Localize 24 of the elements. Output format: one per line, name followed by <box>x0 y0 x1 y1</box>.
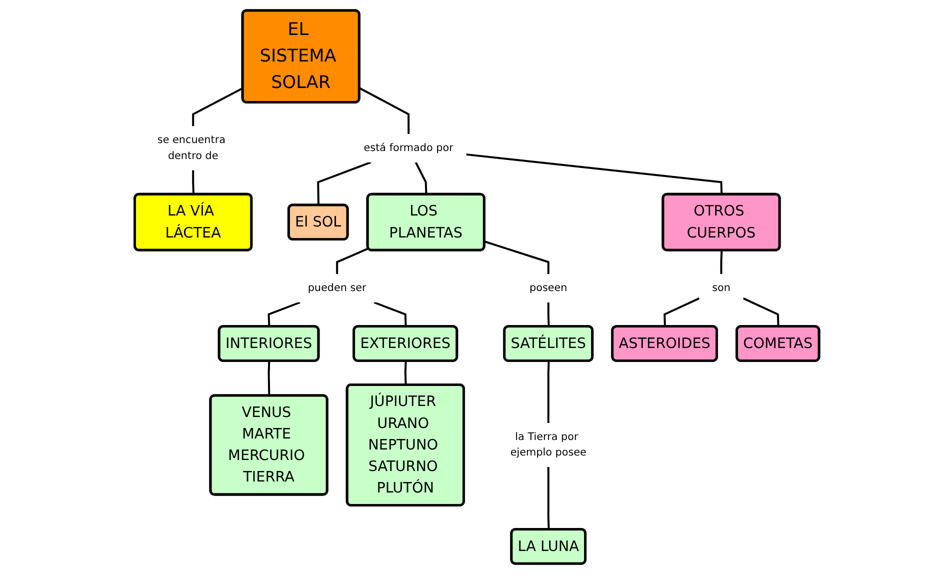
connector <box>743 297 780 327</box>
node-text: poseen <box>530 282 568 294</box>
connector <box>415 162 428 195</box>
connector <box>268 361 270 396</box>
connector <box>268 301 301 327</box>
connector <box>404 361 408 386</box>
connector <box>336 248 370 274</box>
connector <box>466 153 723 195</box>
connector <box>317 161 372 206</box>
connector <box>359 87 410 134</box>
connector <box>720 250 723 274</box>
connector <box>548 302 550 327</box>
connector <box>548 361 550 423</box>
node-text: está formado por <box>364 142 454 154</box>
node-text: pueden ser <box>308 282 367 294</box>
connector <box>374 301 408 327</box>
connector <box>548 466 550 530</box>
node-text: son <box>712 282 731 294</box>
node-text: se encuentra dentro de <box>158 134 226 162</box>
connector <box>484 240 550 274</box>
node-text: la Tierra por ejemplo posee <box>510 430 587 459</box>
connector <box>192 87 244 126</box>
connector <box>192 170 195 195</box>
connector <box>664 297 700 327</box>
